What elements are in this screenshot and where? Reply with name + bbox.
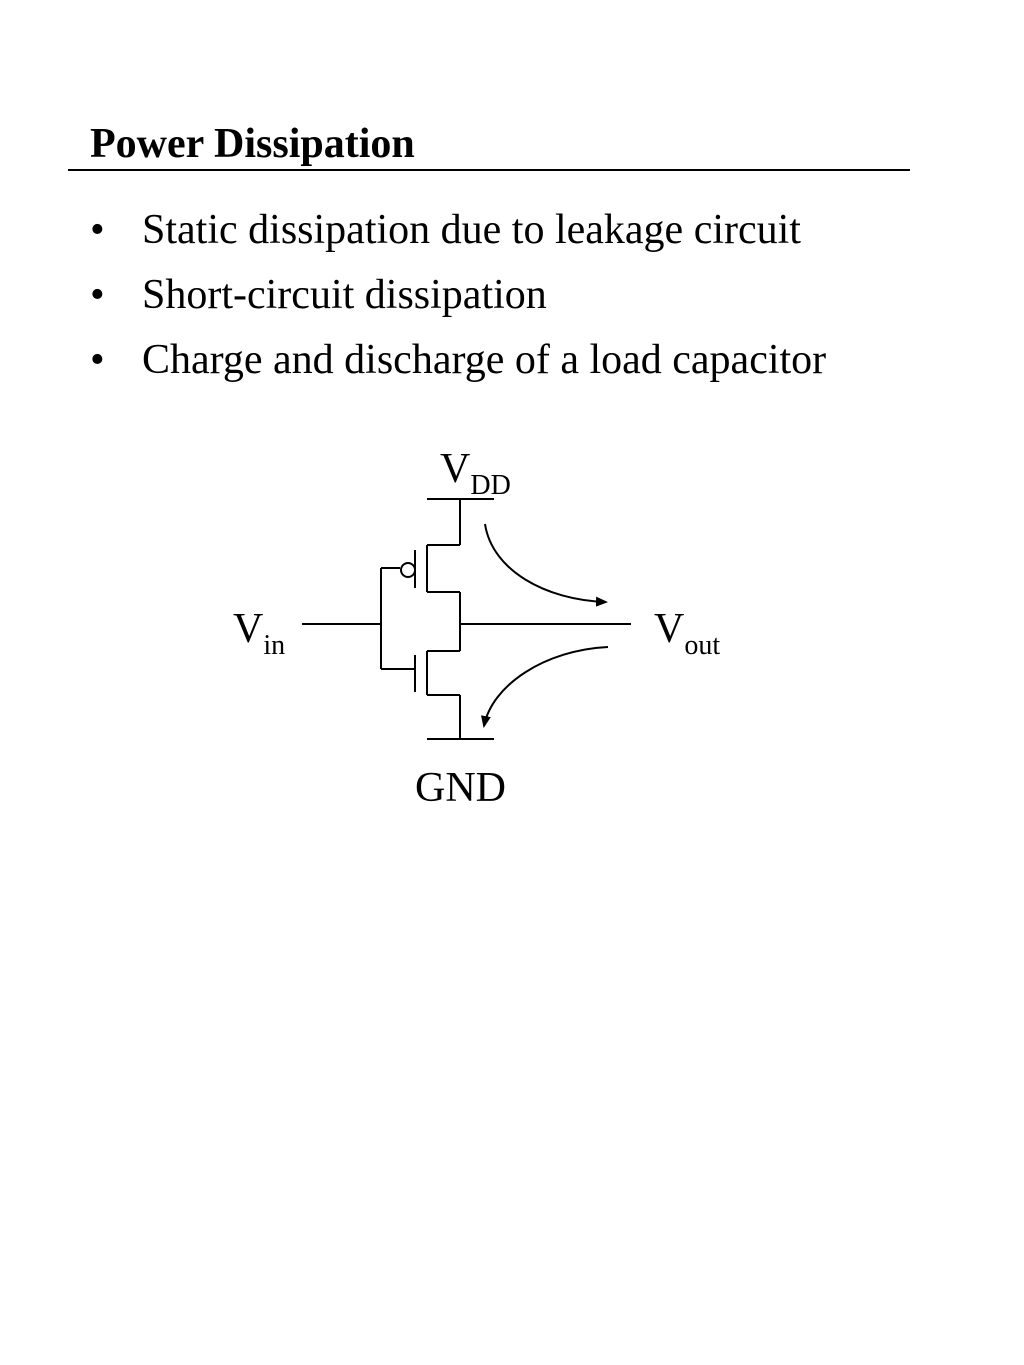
- title-underline: [68, 169, 910, 171]
- bullet-text-static-dissipation: Static dissipation due to leakage circui…: [142, 207, 801, 253]
- vout-label: Vout: [654, 606, 721, 661]
- vin-label: Vin: [233, 606, 286, 661]
- bullet-dot: •: [90, 207, 105, 253]
- bullet-dot: •: [90, 337, 105, 383]
- gnd-label: GND: [415, 765, 506, 811]
- discharge-current-arrow: [481, 646, 609, 728]
- charge-current-arrow: [484, 523, 608, 607]
- vdd-label: VDD: [440, 446, 511, 501]
- bullet-dot: •: [90, 272, 105, 318]
- pmos-inversion-bubble: [400, 562, 416, 578]
- slide-title: Power Dissipation: [90, 121, 415, 167]
- bullet-text-charge-discharge: Charge and discharge of a load capacitor: [142, 337, 827, 383]
- bullet-text-short-circuit: Short-circuit dissipation: [142, 272, 547, 318]
